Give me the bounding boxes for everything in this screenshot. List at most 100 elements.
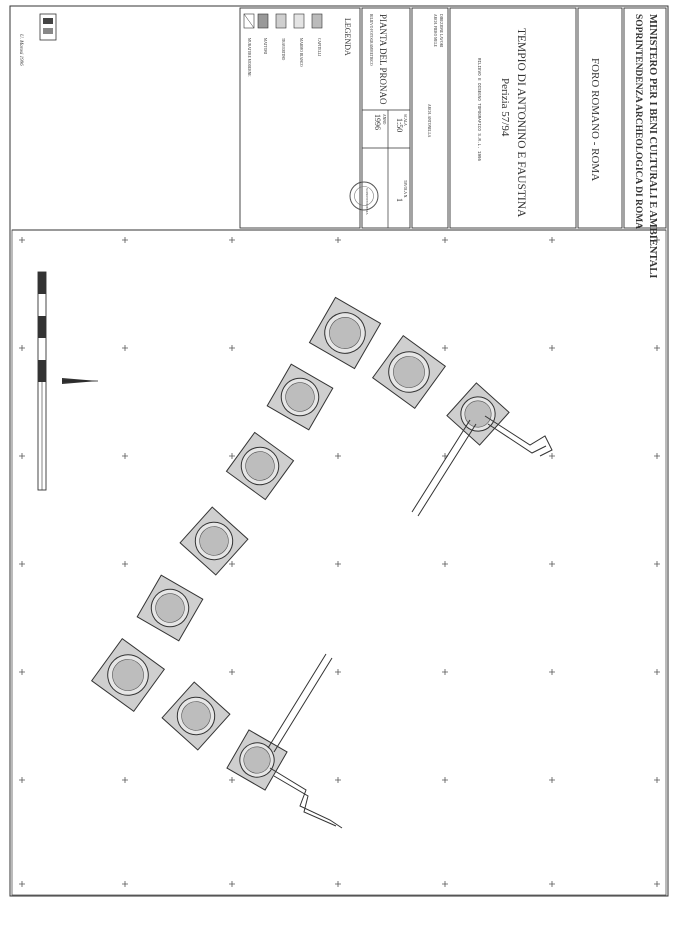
- ministry-line1: MINISTERO PER I BENI CULTURALI E AMBIENT…: [647, 14, 658, 278]
- legend-item: MARMO BIANCO: [293, 13, 305, 67]
- office-logo: [39, 13, 57, 41]
- drawing-subtitle: RILIEVO FOTOGRAMMETRICO: [369, 14, 373, 66]
- grid-cross: [442, 881, 448, 887]
- monument-panel: [449, 7, 577, 229]
- ministry-line2: SOPRINTENDENZA ARCHEOLOGICA DI ROMA: [633, 14, 643, 229]
- scale-bar: [37, 271, 47, 491]
- sheet-border: [9, 5, 669, 897]
- ministry-panel: [623, 7, 667, 229]
- drawing-title-panel: [361, 7, 411, 229]
- drawing-title: PIANTA DEL PRONAO: [378, 14, 388, 105]
- legend-label: CAPITELLI: [317, 38, 321, 57]
- credit-line-a: DIREZIONE LAVORI: [439, 14, 443, 48]
- grid-cross: [654, 561, 660, 567]
- column-base: [225, 431, 295, 501]
- sheet-label: TAVOLA N.: [403, 180, 407, 198]
- colonnade: [90, 296, 510, 791]
- legend-label: TRAVERTINO: [281, 38, 285, 61]
- column-base: [308, 296, 382, 370]
- column-base: [446, 382, 510, 446]
- year-value: 1996: [373, 114, 382, 130]
- grid-cross: [229, 669, 235, 675]
- grid-cross: [19, 453, 25, 459]
- stamp-text: SOPRINTENDENZA: [365, 188, 369, 215]
- perizia-number: Perizia 57/94: [499, 78, 511, 137]
- site-panel: [577, 7, 623, 229]
- grid-cross: [442, 561, 448, 567]
- rilievo-note: RILIEVO E DISEGNO TOPOGRAFICO S.R.L. 199…: [476, 58, 480, 162]
- grid-cross: [19, 237, 25, 243]
- grid-cross: [549, 669, 555, 675]
- grid-cross: [549, 777, 555, 783]
- column-base: [161, 681, 231, 751]
- grid-cross: [335, 561, 341, 567]
- grid-cross: [229, 237, 235, 243]
- grid-cross: [549, 237, 555, 243]
- grid-cross: [442, 345, 448, 351]
- grid-cross: [654, 777, 660, 783]
- grid-cross: [229, 561, 235, 567]
- year-label: ANNO: [382, 114, 386, 125]
- grid-cross: [122, 777, 128, 783]
- monument-name: TEMPIO DI ANTONINO E FAUSTINA: [515, 28, 527, 218]
- title-block: MINISTERO PER I BENI CULTURALI E AMBIENT…: [12, 7, 667, 278]
- legend-item: TRAVERTINO: [275, 13, 287, 61]
- credit-line-c: ARCH. ANTONELLA: [427, 104, 431, 138]
- corner-signature: U. Marosi 1996: [18, 34, 23, 66]
- legend-label: MATTONI: [263, 38, 267, 55]
- column-base: [90, 637, 166, 713]
- grid-cross: [335, 777, 341, 783]
- column-base: [179, 506, 249, 576]
- grid-cross: [19, 345, 25, 351]
- grid-cross: [549, 881, 555, 887]
- grid-cross: [549, 345, 555, 351]
- grid-cross: [122, 345, 128, 351]
- grid-cross: [19, 561, 25, 567]
- grid-cross: [442, 237, 448, 243]
- grid-cross: [654, 453, 660, 459]
- legend-item: CAPITELLI: [311, 13, 323, 57]
- cella-wall-lower: [267, 653, 343, 829]
- grid-cross: [335, 881, 341, 887]
- site-name: FORO ROMANO - ROMA: [589, 58, 601, 181]
- legend-item: MURATURE MODERNE: [243, 13, 255, 77]
- cella-wall-upper: [411, 415, 553, 517]
- grid-cross: [654, 881, 660, 887]
- grid-cross: [654, 345, 660, 351]
- official-stamp: SOPRINTENDENZA: [349, 181, 379, 215]
- grid-cross: [19, 777, 25, 783]
- grid-cross: [122, 561, 128, 567]
- column-base: [371, 334, 447, 410]
- north-arrow-icon: [62, 378, 98, 384]
- grid-cross: [442, 777, 448, 783]
- grid-cross: [335, 453, 341, 459]
- plan-area: [19, 237, 660, 887]
- grid-cross: [229, 777, 235, 783]
- sheet-number: 1: [395, 198, 404, 202]
- grid-cross: [229, 345, 235, 351]
- grid-cross: [549, 561, 555, 567]
- grid-cross: [122, 453, 128, 459]
- grid-cross: [19, 669, 25, 675]
- grid-cross: [122, 237, 128, 243]
- grid-cross: [229, 453, 235, 459]
- grid-cross: [549, 453, 555, 459]
- credit-line-b: ARCH. PIERO MELE: [433, 14, 437, 48]
- column-base: [266, 363, 334, 431]
- grid-cross: [335, 237, 341, 243]
- credits-panel: [411, 7, 449, 229]
- legend-label: MARMO BIANCO: [299, 38, 303, 67]
- grid-cross: [335, 669, 341, 675]
- grid-cross: [654, 669, 660, 675]
- column-base: [136, 574, 204, 642]
- grid-cross: [229, 881, 235, 887]
- column-base: [226, 729, 288, 791]
- scale-value: 1:50: [395, 118, 404, 132]
- legend-title: LEGENDA: [343, 18, 352, 56]
- legend-panel: [239, 7, 361, 229]
- grid-cross: [654, 237, 660, 243]
- grid-cross: [19, 881, 25, 887]
- legend-label: MURATURE MODERNE: [247, 38, 251, 77]
- scale-label: SCALA: [403, 114, 407, 126]
